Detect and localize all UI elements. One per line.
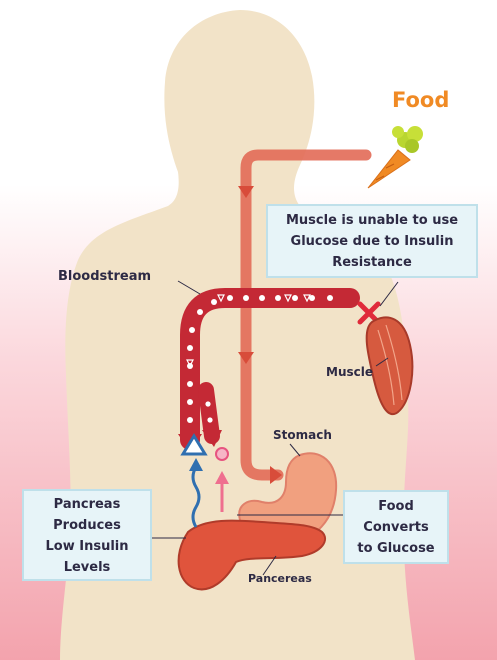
pancreas-produces-box: Pancreas Produces Low Insulin Levels xyxy=(22,489,152,581)
pancreas-produces-line-3: Low Insulin xyxy=(24,536,150,557)
pancreas-produces-line-1: Pancreas xyxy=(24,494,150,515)
bloodstream-label: Bloodstream xyxy=(58,269,151,284)
bloodstream-branch xyxy=(206,390,212,436)
muscle-resistance-line-1: Muscle is unable to use xyxy=(268,210,476,231)
muscle-resistance-line-3: Resistance xyxy=(268,252,476,273)
muscle-resistance-box: Muscle is unable to use Glucose due to I… xyxy=(266,204,478,278)
pancreas-label: Pancereas xyxy=(248,572,312,585)
food-label: Food xyxy=(392,88,449,112)
pancreas-produces-line-2: Produces xyxy=(24,515,150,536)
muscle-resistance-line-2: Glucose due to Insulin xyxy=(268,231,476,252)
pancreas-produces-line-4: Levels xyxy=(24,557,150,578)
muscle-label: Muscle xyxy=(326,365,373,379)
glucose-circle-icon xyxy=(216,448,228,460)
food-converts-line-1: Food xyxy=(345,496,447,517)
stomach-label: Stomach xyxy=(273,428,332,442)
food-converts-box: Food Converts to Glucose xyxy=(343,490,449,564)
food-converts-line-2: Converts xyxy=(345,517,447,538)
food-converts-line-3: to Glucose xyxy=(345,538,447,559)
